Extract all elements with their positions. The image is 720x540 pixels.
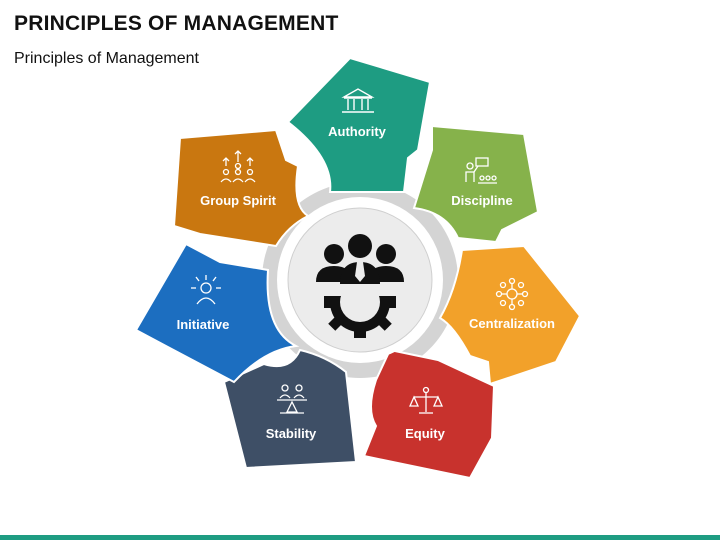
petal-centralization[interactable]: Centralization bbox=[438, 244, 582, 386]
people-balance-icon bbox=[277, 384, 307, 414]
petal-group-spirit-label: Group Spirit bbox=[200, 193, 277, 208]
petal-initiative[interactable]: Initiative bbox=[134, 242, 300, 384]
petal-authority[interactable]: Authority bbox=[286, 56, 432, 193]
people-icon bbox=[316, 234, 404, 284]
person-ideas-icon bbox=[191, 275, 221, 305]
petal-discipline[interactable]: Discipline bbox=[412, 124, 540, 244]
petal-initiative-shape bbox=[134, 242, 300, 384]
petal-equity-shape bbox=[362, 348, 496, 480]
petal-initiative-label: Initiative bbox=[177, 317, 230, 332]
tie-icon bbox=[355, 262, 365, 282]
team-growth-icon bbox=[220, 150, 256, 183]
petal-authority-label: Authority bbox=[328, 124, 387, 139]
petal-stability-label: Stability bbox=[266, 426, 317, 441]
footer-bar bbox=[0, 535, 720, 540]
petal-stability-shape bbox=[222, 348, 358, 470]
petal-group-spirit-shape bbox=[172, 128, 311, 248]
page-subtitle: Principles of Management bbox=[14, 50, 199, 67]
petal-centralization-shape bbox=[438, 244, 582, 386]
petal-authority-shape bbox=[286, 56, 432, 193]
petal-equity-label: Equity bbox=[405, 426, 445, 441]
petal-centralization-label: Centralization bbox=[469, 316, 555, 331]
petal-group-spirit[interactable]: Group Spirit bbox=[172, 128, 311, 248]
teacher-class-icon bbox=[465, 157, 497, 184]
petal-stability[interactable]: Stability bbox=[222, 348, 358, 470]
petal-discipline-shape bbox=[412, 124, 540, 244]
petal-discipline-label: Discipline bbox=[451, 193, 512, 208]
team-gear-icon bbox=[312, 234, 408, 338]
page-title: PRINCIPLES OF MANAGEMENT bbox=[14, 12, 339, 35]
courthouse-icon bbox=[341, 88, 375, 113]
network-hub-icon bbox=[495, 277, 529, 311]
balance-scale-icon bbox=[408, 386, 444, 414]
petal-equity[interactable]: Equity bbox=[362, 348, 496, 480]
